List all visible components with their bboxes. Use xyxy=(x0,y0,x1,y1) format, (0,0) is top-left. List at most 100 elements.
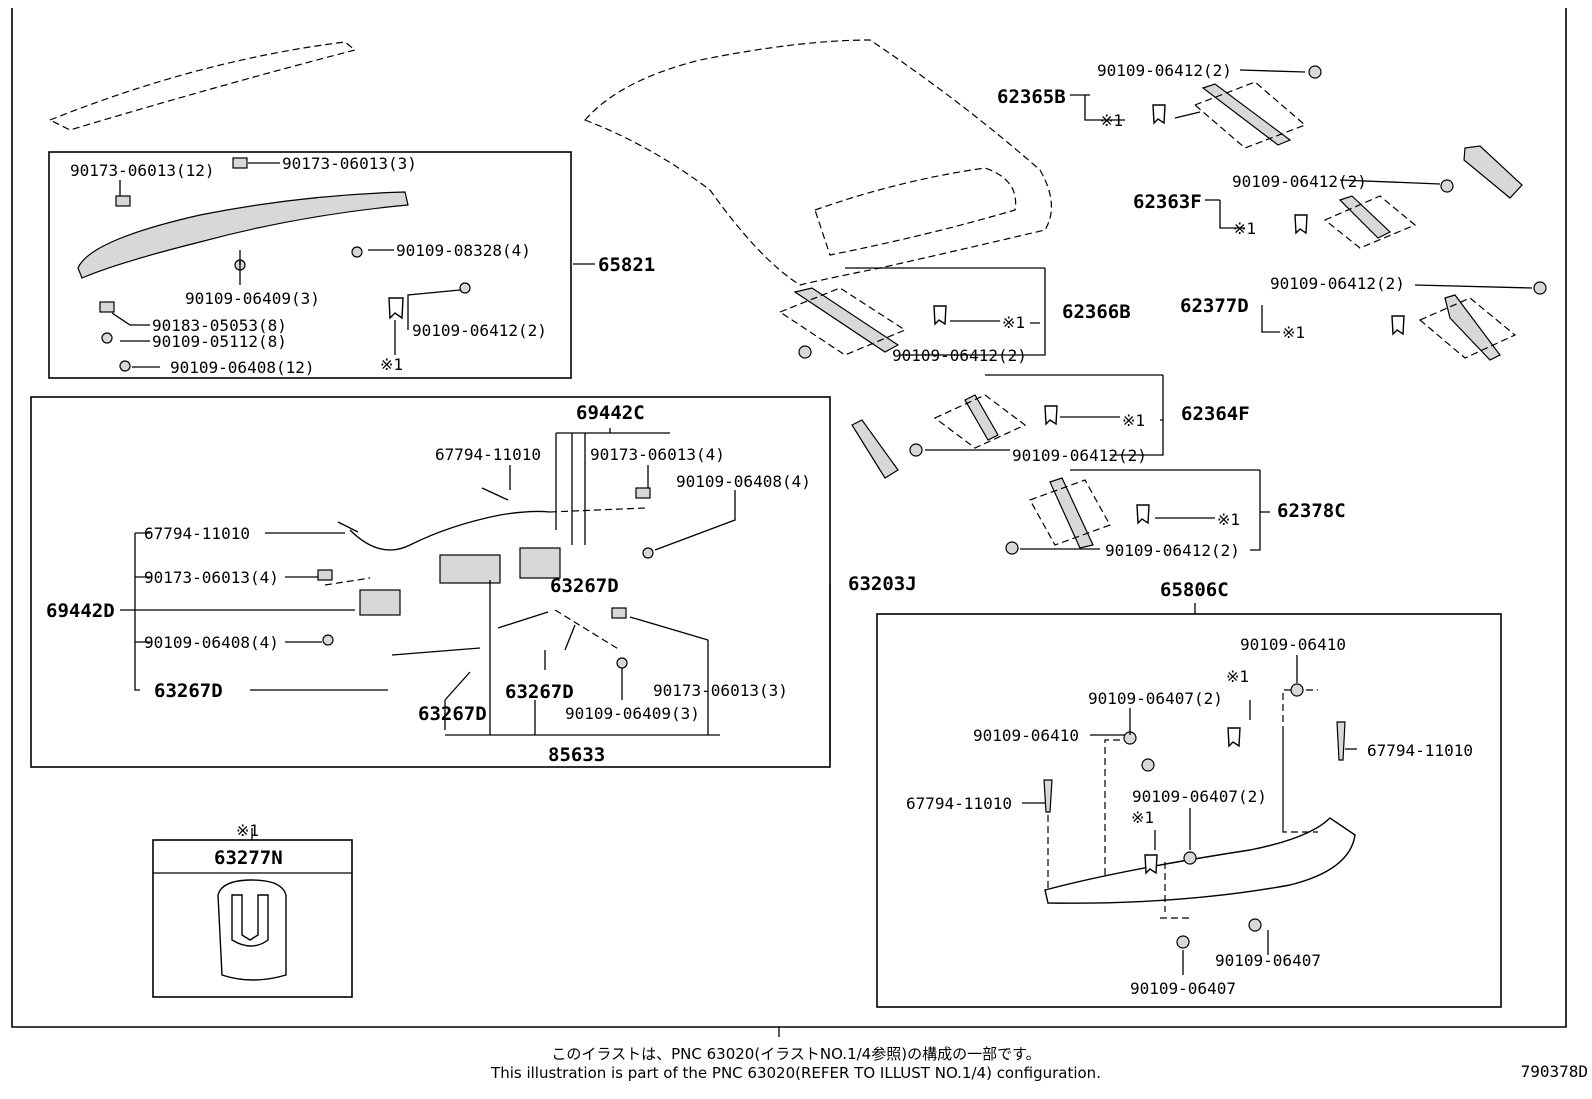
outer-frame xyxy=(11,8,1567,1028)
clip-63277n-slot xyxy=(231,894,269,947)
label-90109-06407-2: 90109-06407(2) xyxy=(1088,689,1223,708)
screw-icon xyxy=(1290,683,1304,697)
weatherstrip-62378c-box xyxy=(1029,479,1111,546)
clip-u-icon xyxy=(933,305,947,326)
label-90109-06412-2: 90109-06412(2) xyxy=(412,321,547,340)
clip-63277n-icon xyxy=(217,879,287,981)
weatherstrip-62365b xyxy=(1201,83,1292,146)
label-62363f: 62363F xyxy=(1133,191,1202,213)
screw-icon xyxy=(1440,179,1454,193)
label-65821: 65821 xyxy=(598,254,655,276)
pin-icon xyxy=(1336,721,1346,761)
clip-u-icon xyxy=(1294,214,1308,235)
label-90109-06410: 90109-06410 xyxy=(1240,635,1346,654)
screw-icon xyxy=(1248,918,1262,932)
screw-icon xyxy=(642,547,654,559)
screw-icon xyxy=(1005,541,1019,555)
part-outline xyxy=(324,507,646,651)
label-ref-mark: ※1 xyxy=(1282,323,1305,342)
lock-assembly-icon xyxy=(439,554,501,584)
label-90109-06412-2: 90109-06412(2) xyxy=(892,346,1027,365)
label-90173-06013-4: 90173-06013(4) xyxy=(144,568,279,587)
screw-icon xyxy=(1183,851,1197,865)
latch-icon xyxy=(519,547,561,579)
screw-icon xyxy=(1176,935,1190,949)
label-67794-11010: 67794-11010 xyxy=(1367,741,1473,760)
screw-icon xyxy=(798,345,812,359)
label-63267d: 63267D xyxy=(154,680,223,702)
clip-nut-icon xyxy=(232,157,248,169)
screw-icon xyxy=(1308,65,1322,79)
illustration-code: 790378D xyxy=(1520,1062,1588,1081)
clip-u-icon xyxy=(1044,405,1058,426)
spoiler-65821-shape xyxy=(77,191,409,279)
label-ref-mark: ※1 xyxy=(1226,667,1249,686)
label-ref-mark: ※1 xyxy=(1122,411,1145,430)
label-90109-06408-12: 90109-06408(12) xyxy=(170,358,315,377)
weatherstrip-part xyxy=(851,419,899,479)
pin-icon xyxy=(1043,779,1053,813)
label-69442d: 69442D xyxy=(46,600,115,622)
weatherstrip-62366b xyxy=(793,287,900,353)
rod-icon xyxy=(391,647,481,656)
box-65821 xyxy=(48,151,572,379)
screw-icon xyxy=(101,332,113,344)
weatherstrip-62364f xyxy=(964,394,999,441)
label-90109-06407: 90109-06407 xyxy=(1130,979,1236,998)
rod-icon xyxy=(497,611,549,629)
clip-nut-icon xyxy=(635,487,651,499)
weatherstrip-62363f-box xyxy=(1323,195,1417,249)
label-ref-mark: ※1 xyxy=(1233,219,1256,238)
footer-note-japanese: このイラストは、PNC 63020(イラストNO.1/4参照)の構成の一部です。 xyxy=(551,1045,1041,1063)
label-90183-05053-8: 90183-05053(8) xyxy=(152,316,287,335)
label-ref-mark: ※1 xyxy=(1100,111,1123,130)
footer-note-english: This illustration is part of the PNC 630… xyxy=(491,1064,1101,1082)
clip-u-icon xyxy=(1227,727,1241,748)
spoiler-65806c-box xyxy=(1047,689,1318,919)
weatherstrip-62363f xyxy=(1338,195,1392,239)
label-90109-06412-2: 90109-06412(2) xyxy=(1105,541,1240,560)
label-67794-11010: 67794-11010 xyxy=(144,524,250,543)
label-67794-11010: 67794-11010 xyxy=(435,445,541,464)
label-90109-06409-3: 90109-06409(3) xyxy=(565,704,700,723)
label-67794-11010: 67794-11010 xyxy=(906,794,1012,813)
clip-u-icon xyxy=(1152,104,1166,125)
clip-u-icon xyxy=(1391,315,1405,336)
latch-icon xyxy=(359,589,401,616)
weatherstrip-62377d-box xyxy=(1418,297,1517,359)
label-90173-06013-4: 90173-06013(4) xyxy=(590,445,725,464)
label-62377d: 62377D xyxy=(1180,295,1249,317)
label-90173-06013-3: 90173-06013(3) xyxy=(282,154,417,173)
screw-icon xyxy=(119,360,131,372)
screw-icon xyxy=(459,282,471,294)
label-63267d: 63267D xyxy=(505,681,574,703)
clip-u-icon xyxy=(388,297,404,320)
label-65806c: 65806C xyxy=(1160,579,1229,601)
label-ref-mark: ※1 xyxy=(380,355,403,374)
label-ref-mark: ※1 xyxy=(1131,808,1154,827)
label-90109-06408-4: 90109-06408(4) xyxy=(676,472,811,491)
rear-window-outline xyxy=(814,167,1017,256)
label-ref-mark: ※1 xyxy=(1217,510,1240,529)
label-90109-06412-2: 90109-06412(2) xyxy=(1012,446,1147,465)
label-85633: 85633 xyxy=(548,744,605,766)
label-62365b: 62365B xyxy=(997,86,1066,108)
weatherstrip-62364f-box xyxy=(933,394,1027,449)
weatherstrip-62378c xyxy=(1049,477,1094,549)
screw-icon xyxy=(322,634,334,646)
label-90109-06412-2: 90109-06412(2) xyxy=(1097,61,1232,80)
label-ref-mark: ※1 xyxy=(236,821,259,840)
label-90173-06013-3: 90173-06013(3) xyxy=(653,681,788,700)
box-63203j xyxy=(30,396,831,768)
clip-nut-icon xyxy=(317,569,333,581)
leader-lines xyxy=(111,69,1533,975)
rear-panel-outline xyxy=(48,41,357,131)
spoiler-65806c-shape xyxy=(1044,817,1356,904)
label-62366b: 62366B xyxy=(1062,301,1131,323)
box-65806c xyxy=(876,613,1502,1008)
clip-nut-icon xyxy=(611,607,627,619)
label-63203j: 63203J xyxy=(848,573,917,595)
label-90109-06410: 90109-06410 xyxy=(973,726,1079,745)
label-63267d: 63267D xyxy=(550,575,619,597)
